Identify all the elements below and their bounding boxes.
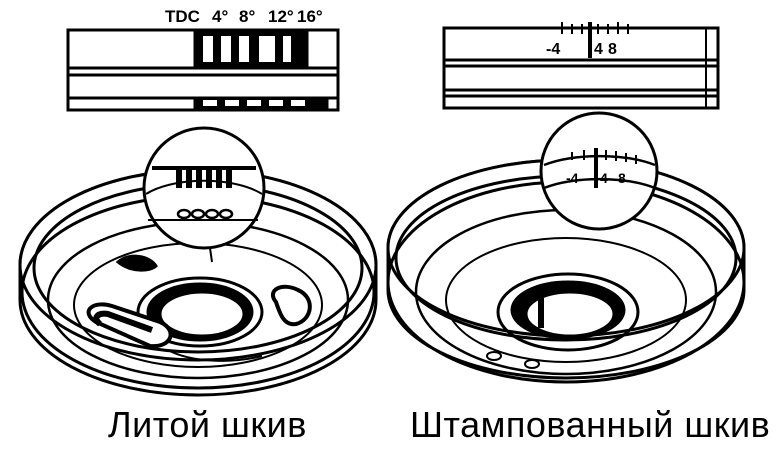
cast-pulley-caption: Литой шкив — [108, 404, 307, 445]
scale-label-12: 12° — [268, 7, 294, 26]
stamped-pulley-scale-labels: -4 4 8 — [546, 41, 617, 58]
scale-label-4: 4 — [594, 41, 603, 58]
stamped-pulley-magnified-labels: -4 4 8 — [566, 170, 626, 186]
cast-pulley-body — [18, 126, 378, 397]
magnified-label-minus4: -4 — [566, 170, 579, 186]
cast-pulley-scale-labels: TDC 4° 8° 12° 16° — [165, 7, 323, 26]
scale-label-tdc: TDC — [165, 7, 200, 26]
scale-label-16: 16° — [297, 7, 323, 26]
scale-label-minus4: -4 — [546, 41, 560, 58]
stamped-pulley-caption: Штампованный шкив — [410, 404, 771, 445]
cast-pulley-scale-detail — [66, 28, 340, 112]
stamped-pulley-body — [386, 111, 746, 384]
magnified-label-4: 4 — [600, 170, 608, 186]
stamped-pulley-scale-detail — [442, 22, 720, 110]
scale-label-8: 8° — [239, 7, 255, 26]
magnified-label-8: 8 — [618, 170, 626, 186]
scale-label-8: 8 — [608, 41, 617, 58]
scale-label-4: 4° — [212, 7, 228, 26]
